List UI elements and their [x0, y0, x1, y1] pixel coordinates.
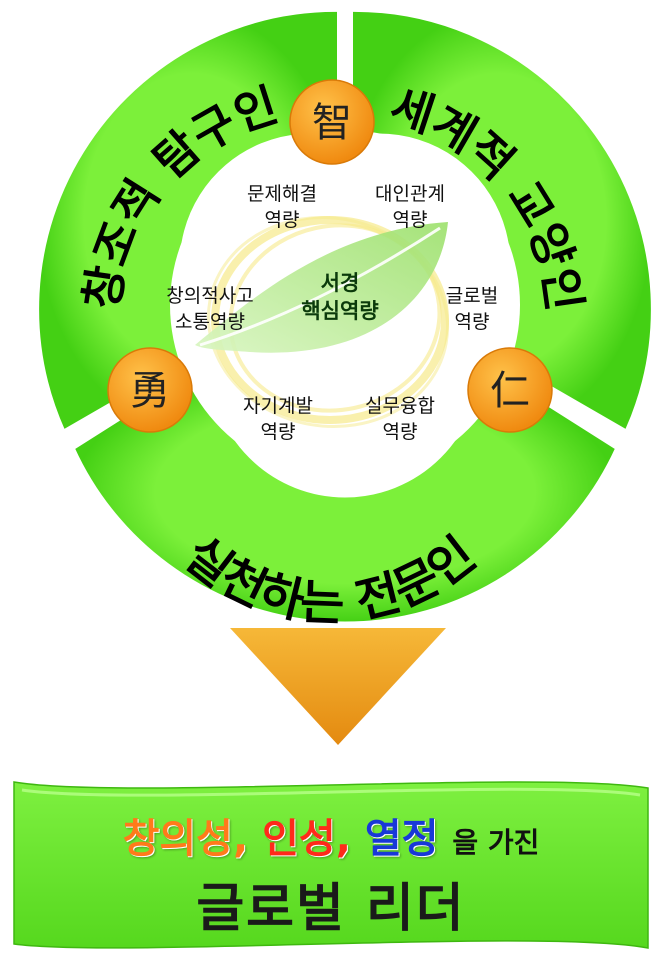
green-ring: [37, 9, 653, 624]
competency-global: 글로벌 역량: [446, 285, 498, 333]
arc-segment-bottom: [72, 360, 618, 624]
banner-word-character: 인성,: [262, 816, 351, 862]
competency-interpersonal: 대인관계 역량: [375, 183, 445, 231]
svg-text:역량: 역량: [455, 311, 490, 333]
svg-text:창의적사고: 창의적사고: [166, 285, 253, 307]
leaf-graphic: [195, 222, 448, 353]
hanja-circle-top: 智: [289, 79, 375, 165]
banner-subtitle: 창의성, 인성, 열정 을 가진: [14, 806, 648, 864]
center-title-line2: 핵심역량: [301, 299, 378, 323]
svg-text:문제해결: 문제해결: [247, 183, 317, 205]
competency-self-development: 자기계발 역량: [243, 395, 313, 443]
hanja-courage: 勇: [130, 368, 170, 414]
competency-creative-thinking: 창의적사고 소통역량: [166, 285, 253, 333]
banner-word-passion: 열정: [364, 816, 439, 862]
banner-word-creativity: 창의성,: [122, 816, 249, 862]
banner-shape: [13, 781, 649, 949]
svg-text:글로벌: 글로벌: [446, 285, 498, 307]
arc-segment-left: [37, 9, 346, 432]
svg-text:소통역량: 소통역량: [175, 311, 245, 333]
down-arrow: [230, 628, 446, 745]
banner-suffix: 을 가진: [452, 826, 540, 859]
svg-text:실무융합: 실무융합: [365, 395, 435, 417]
center-title-line1: 서경: [321, 271, 360, 295]
arc-segment-right: [344, 9, 653, 432]
svg-text:역량: 역량: [393, 209, 428, 231]
hanja-benevolence: 仁: [490, 368, 530, 414]
hanja-wisdom: 智: [312, 100, 352, 146]
svg-text:자기계발: 자기계발: [243, 395, 313, 417]
competency-practical-convergence: 실무융합 역량: [365, 395, 435, 443]
svg-text:역량: 역량: [383, 421, 418, 443]
hanja-circle-left: 勇: [107, 347, 193, 433]
svg-text:대인관계: 대인관계: [375, 183, 445, 205]
svg-text:역량: 역량: [261, 421, 296, 443]
competency-problem-solving: 문제해결 역량: [247, 183, 317, 231]
banner-title: 글로벌 리더: [196, 879, 466, 939]
svg-text:역량: 역량: [265, 209, 300, 231]
hanja-circle-right: 仁: [467, 347, 553, 433]
